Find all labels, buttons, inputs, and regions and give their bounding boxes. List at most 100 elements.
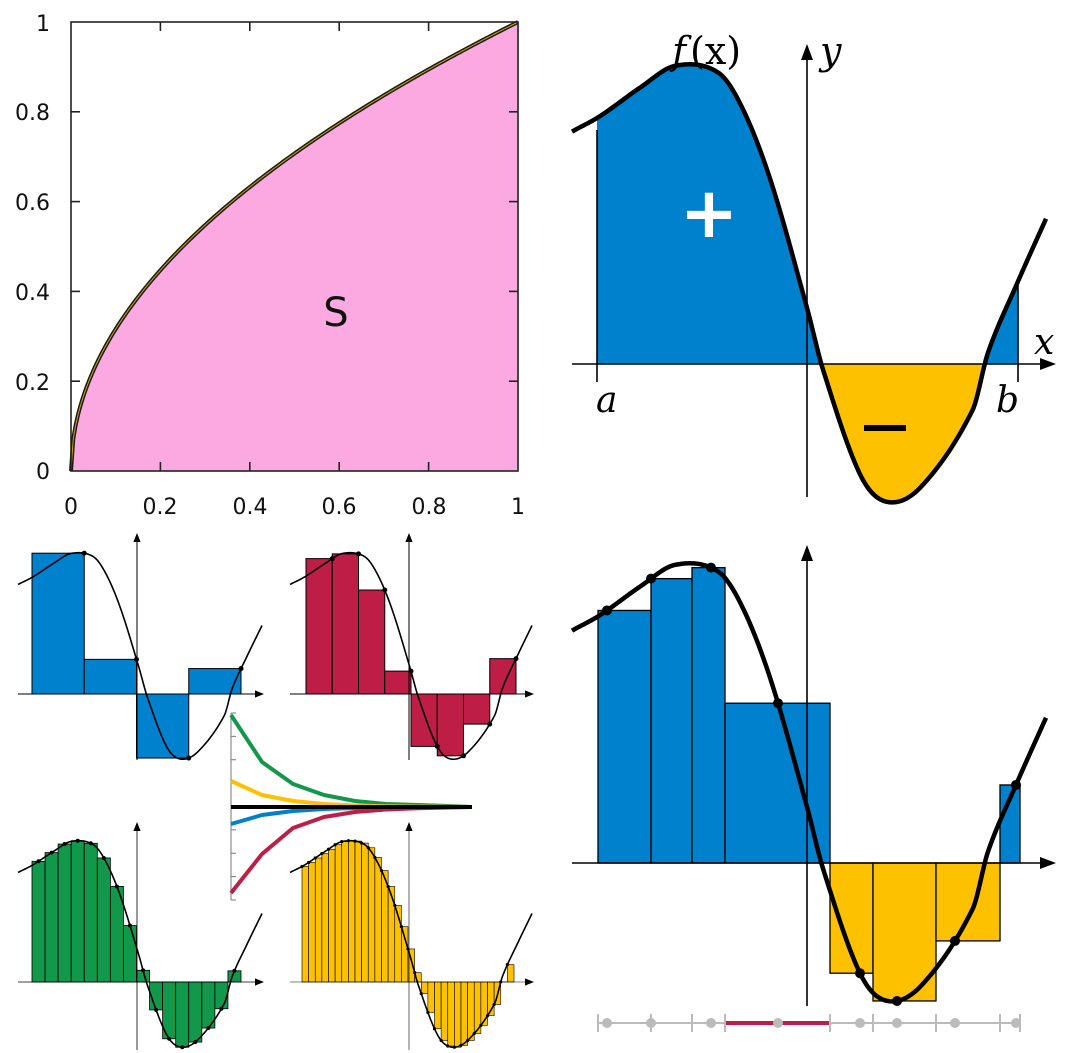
sample-point — [167, 1036, 172, 1041]
x-axis-arrow — [525, 978, 534, 986]
riemann-bar — [354, 840, 362, 983]
tag-point — [1011, 1018, 1021, 1028]
riemann-bar — [401, 926, 409, 983]
x-tick-label: 0 — [64, 495, 78, 520]
a-label: a — [596, 380, 617, 421]
sample-point — [452, 1045, 456, 1049]
sample-point — [413, 971, 417, 975]
riemann-bar — [331, 553, 359, 695]
sample-point — [466, 1038, 470, 1043]
area-label: S — [323, 290, 348, 336]
sample-point — [313, 856, 317, 860]
sample-point — [356, 551, 361, 557]
sample-point — [193, 1040, 198, 1045]
sample-point — [186, 755, 192, 761]
riemann-bar — [175, 981, 190, 1048]
sample-point — [439, 1038, 443, 1043]
tag-point — [892, 1018, 902, 1028]
function-curve — [17, 551, 263, 761]
x-tick-label: 0.6 — [322, 495, 357, 520]
y-tick-label: 0 — [36, 460, 50, 485]
sample-point — [353, 839, 357, 843]
sample-point — [602, 605, 612, 616]
sample-point — [505, 963, 509, 967]
sample-point — [134, 656, 139, 662]
y-tick-label: 0.8 — [15, 101, 50, 126]
riemann-bar — [358, 589, 386, 695]
sample-point — [399, 925, 403, 929]
riemann-green — [17, 822, 264, 1050]
riemann-bar — [70, 840, 85, 983]
riemann-bar — [463, 693, 491, 725]
y-tick-label: 0.4 — [15, 281, 50, 306]
tag-point — [646, 1018, 656, 1028]
sample-point — [300, 864, 304, 869]
sample-point — [366, 846, 370, 850]
riemann-bar — [328, 848, 336, 983]
tag-point — [602, 1018, 612, 1028]
x-axis-arrow — [1040, 358, 1056, 370]
riemann-bar — [188, 981, 203, 1043]
sample-point — [49, 850, 54, 855]
riemann-yellow — [289, 822, 534, 1050]
positive-area-region — [597, 64, 1018, 365]
negative-sign — [864, 425, 906, 431]
riemann-bar — [308, 862, 316, 983]
curve-label-x: (x) — [690, 29, 741, 73]
riemann-bar — [301, 866, 309, 983]
y-axis-arrow — [801, 44, 813, 60]
riemann-bar — [691, 566, 726, 864]
sample-point — [180, 1045, 185, 1050]
sample-point — [333, 843, 337, 847]
sample-point — [320, 851, 324, 856]
sqrt-chart: 0 0.2 0.4 0.6 0.8 1 0 0.2 0.4 0.6 0.8 1 … — [15, 12, 525, 520]
sample-point — [499, 980, 503, 984]
x-axis-label: x — [1034, 322, 1054, 363]
x-tick-label: 1 — [511, 495, 525, 520]
sample-point — [406, 947, 410, 951]
riemann-bar — [384, 670, 412, 695]
sample-point — [382, 587, 388, 593]
riemann-bar — [57, 843, 72, 983]
riemann-bar — [374, 857, 382, 983]
sample-point — [326, 847, 331, 851]
b-label: b — [996, 380, 1019, 421]
sample-point — [419, 992, 423, 996]
sample-point — [487, 721, 493, 727]
sample-point — [492, 1002, 496, 1007]
riemann-bar — [447, 981, 455, 1047]
riemann-bar — [460, 981, 468, 1046]
tag-point — [706, 1018, 716, 1028]
function-curve — [570, 62, 1049, 505]
sample-point — [479, 1023, 483, 1027]
x-axis-arrow — [255, 690, 264, 698]
tag-point — [855, 1018, 865, 1028]
signed-area-diagram: f (x) y x a b + — [570, 29, 1056, 505]
riemann-bar — [420, 981, 429, 994]
riemann-bar — [650, 577, 693, 864]
sample-point — [219, 1006, 224, 1011]
sample-point — [1011, 779, 1021, 790]
sample-point — [459, 1043, 463, 1047]
sample-point — [307, 860, 311, 865]
x-tick-label: 0.2 — [143, 495, 178, 520]
x-axis-arrow — [255, 978, 264, 986]
sqrt-curve-highlight — [70, 21, 519, 472]
y-tick-label: 0.6 — [15, 191, 50, 216]
riemann-bar — [507, 964, 515, 983]
y-tick-label: 0.2 — [15, 371, 50, 396]
riemann-bar — [480, 981, 488, 1026]
riemann-bar — [341, 841, 349, 983]
sample-point — [892, 995, 902, 1006]
x-axis-arrow — [1040, 857, 1056, 869]
sample-point — [855, 968, 865, 979]
sample-point — [432, 1027, 437, 1031]
riemann-bar — [96, 857, 111, 983]
sample-point — [386, 884, 390, 889]
riemann-bar — [31, 552, 85, 695]
riemann-sums-grid — [17, 533, 534, 1050]
sample-point — [81, 550, 87, 556]
sample-point — [154, 1007, 159, 1012]
riemann-bar — [440, 981, 449, 1041]
sample-point — [446, 1044, 450, 1048]
